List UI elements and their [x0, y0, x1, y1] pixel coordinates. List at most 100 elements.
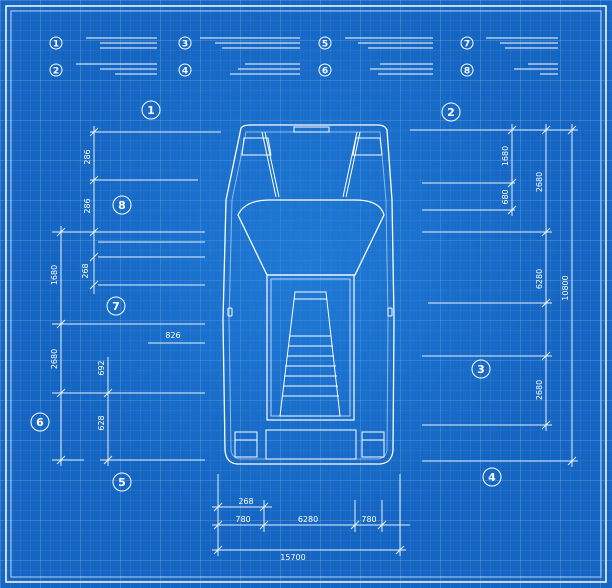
dimension-tick [395, 545, 405, 555]
dimension-tick [213, 545, 223, 555]
dimension-label: 2680 [535, 172, 544, 192]
dimension-tick [89, 127, 99, 137]
bonnet-line [261, 131, 277, 198]
legend-item: 1 [49, 36, 157, 50]
dimension-tick [541, 420, 551, 430]
front-vent [293, 126, 330, 133]
legend-number: 7 [464, 40, 470, 50]
dimension-label: 10800 [561, 275, 570, 300]
callout: 4 [482, 467, 502, 487]
dimension-tick [89, 280, 99, 290]
legend-item: 2 [49, 63, 157, 77]
callout-number: 1 [147, 104, 155, 117]
a-pillar [237, 214, 268, 276]
taillight-left [234, 431, 258, 458]
legend-number: 4 [182, 67, 188, 77]
dimension-label: 286 [83, 198, 92, 213]
bonnet-line [264, 131, 280, 198]
windshield [237, 199, 385, 276]
callout: 3 [471, 359, 491, 379]
taillight-right [361, 431, 385, 458]
callout-number: 5 [118, 476, 126, 489]
callout: 6 [30, 412, 50, 432]
dimension-label: 780 [235, 515, 250, 524]
bonnet-line [342, 131, 358, 198]
callout-number: 3 [477, 363, 485, 376]
legend-number: 5 [322, 40, 328, 50]
dimension-tick [259, 502, 269, 512]
headlight-right [352, 137, 383, 156]
legend-number: 8 [464, 67, 470, 77]
legend-number: 2 [53, 67, 59, 77]
rear-panel [265, 429, 357, 460]
dimension-tick [56, 388, 66, 398]
dimension-tick [89, 175, 99, 185]
callout: 7 [106, 296, 126, 316]
left-dimensions: 286 286 268 1680 826 692 2680 628 [50, 126, 221, 466]
dimension-tick [56, 319, 66, 329]
dimension-label: 2680 [50, 349, 59, 369]
dimension-tick [507, 205, 517, 215]
mirror-right [387, 307, 393, 317]
dimension-tick [541, 227, 551, 237]
dimension-label: 6280 [535, 269, 544, 289]
dimension-tick [541, 298, 551, 308]
dimension-label: 628 [97, 415, 106, 430]
a-pillar [354, 214, 385, 276]
car-body-inner [228, 131, 389, 460]
callout-number: 7 [112, 300, 120, 313]
dimension-tick [377, 520, 387, 530]
callout-number: 6 [36, 416, 44, 429]
callout: 8 [112, 195, 132, 215]
dimension-tick [507, 125, 517, 135]
dimension-label: 268 [81, 263, 90, 278]
dimension-tick [567, 456, 577, 466]
dimension-tick [567, 125, 577, 135]
dimension-label: 1680 [501, 146, 510, 166]
engine-louvre [279, 291, 341, 417]
legend-item: 8 [460, 63, 558, 77]
legend-number: 3 [182, 40, 188, 50]
callout-number: 4 [488, 471, 496, 484]
dimension-tick [541, 125, 551, 135]
dimension-tick [213, 502, 223, 512]
dimension-tick [103, 388, 113, 398]
dimension-label: 680 [501, 189, 510, 204]
mirror-left [227, 307, 233, 317]
dimension-tick [507, 178, 517, 188]
legend-number: 6 [322, 67, 328, 77]
callout: 2 [441, 102, 461, 122]
right-dimensions: 1680 680 2680 6280 10800 2680 [410, 124, 578, 467]
dimension-tick [89, 252, 99, 262]
callout: 5 [112, 472, 132, 492]
dimension-label: 2680 [535, 380, 544, 400]
dimension-tick [56, 227, 66, 237]
legend-item: 4 [178, 63, 300, 77]
legend: 1 3 5 7 2 4 6 [49, 36, 558, 77]
dimension-tick [89, 227, 99, 237]
car-body [222, 124, 395, 465]
legend-item: 6 [318, 63, 433, 77]
dimension-label: 826 [165, 331, 180, 340]
callout-number: 8 [118, 199, 126, 212]
inner-frame [10, 10, 602, 578]
dimension-tick [103, 455, 113, 465]
legend-item: 7 [460, 36, 558, 50]
dimension-label: 15700 [280, 553, 305, 562]
dimension-label: 268 [238, 497, 253, 506]
car-outline [222, 124, 395, 465]
bonnet-line [345, 131, 361, 198]
callout: 1 [141, 100, 161, 120]
dimension-tick [541, 351, 551, 361]
dimension-tick [56, 455, 66, 465]
callout-number: 2 [447, 106, 455, 119]
dimension-label: 692 [97, 360, 106, 375]
bottom-dimensions: 268 780 6280 780 15700 [212, 474, 410, 562]
dimension-label: 286 [83, 149, 92, 164]
dimension-tick [350, 520, 360, 530]
legend-number: 1 [53, 40, 59, 50]
legend-item: 3 [178, 36, 300, 50]
dimension-label: 1680 [50, 265, 59, 285]
